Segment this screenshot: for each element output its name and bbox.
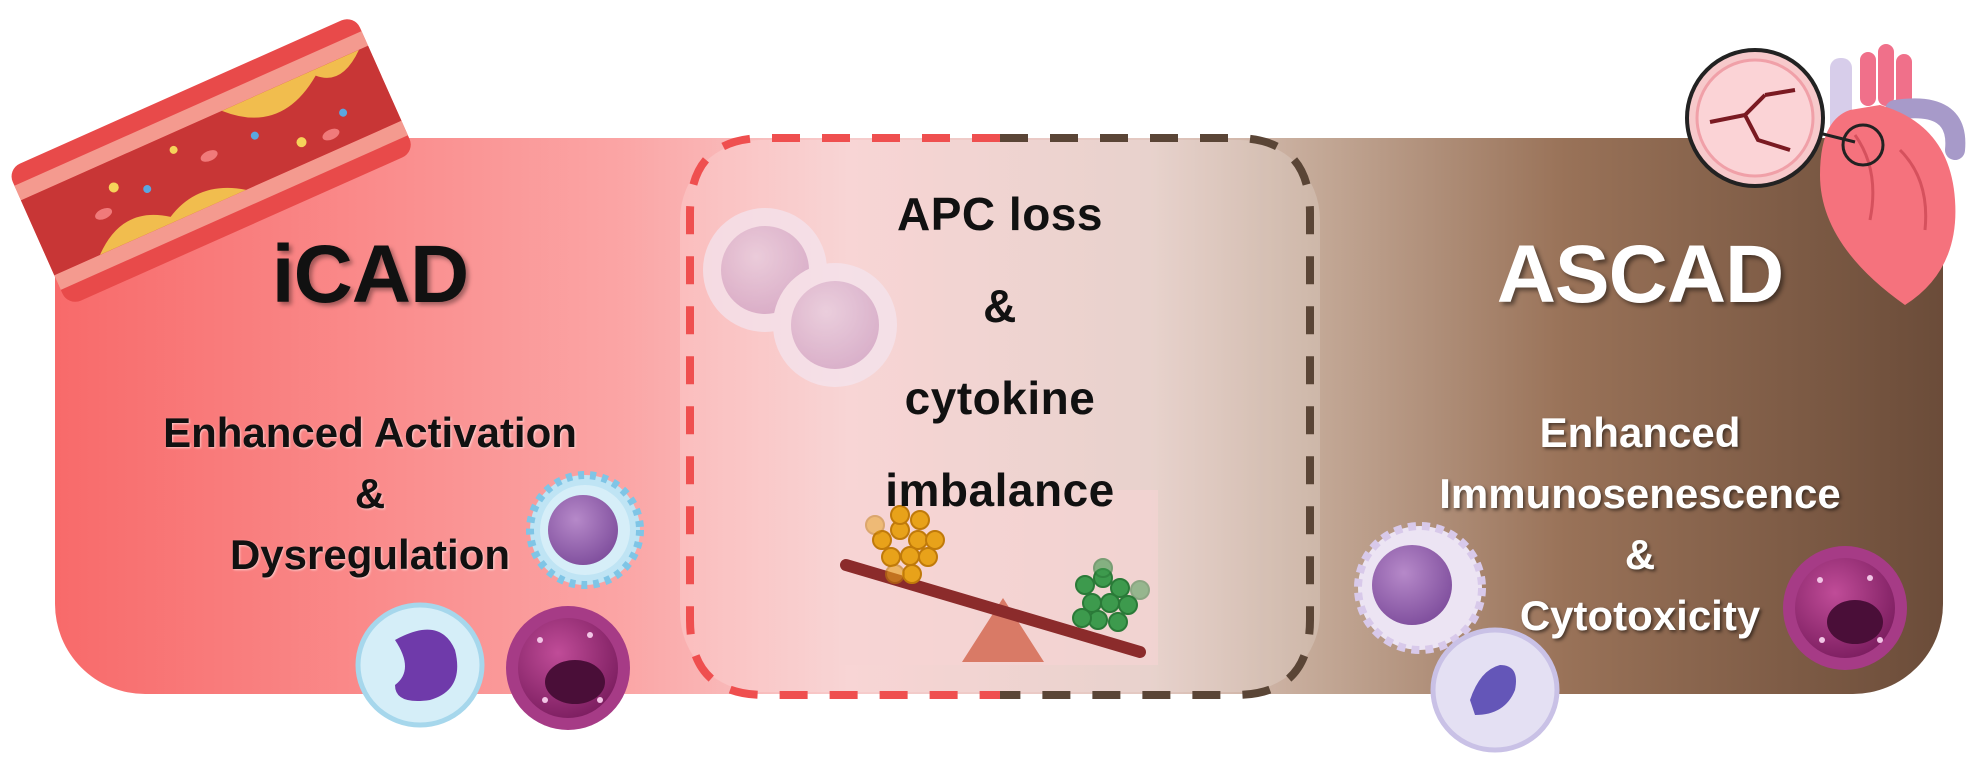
ascad-description-line: Cytotoxicity [1519,592,1761,639]
center-text-line: cytokine [904,372,1096,424]
icad-title: iCAD [271,229,469,320]
artery-plaque-icon [11,19,411,302]
ascad-description-line: Enhanced [1539,409,1741,456]
icad-description: Enhanced Activation & Dysregulation [130,402,610,585]
immune-cell-icon [1354,522,1907,753]
cytokine-cluster-orange [865,505,945,584]
heart-icon [1820,44,1966,305]
center-text-line: APC loss [897,188,1103,240]
icad-description-line: & [354,470,386,517]
ascad-description-line: Immunosenescence [1439,470,1841,517]
cytokine-cluster-green [1072,558,1150,632]
balance-scale-icon [840,490,1158,665]
icad-description-line: Dysregulation [229,531,511,578]
apc-cell-icon [703,208,897,387]
ascad-description: Enhanced Immunosenescence & Cytotoxicity [1400,402,1880,646]
center-text-line: & [983,280,1017,332]
immune-cell-icon [355,471,644,730]
center-text-line: imbalance [885,464,1115,516]
ascad-description-line: & [1624,531,1656,578]
center-mechanism-text: APC loss & cytokine imbalance [830,168,1170,536]
dashed-frame [686,134,1314,699]
ascad-title: ASCAD [1496,229,1785,320]
icad-description-line: Enhanced Activation [163,409,577,456]
magnified-vessel-icon [1685,48,1885,188]
